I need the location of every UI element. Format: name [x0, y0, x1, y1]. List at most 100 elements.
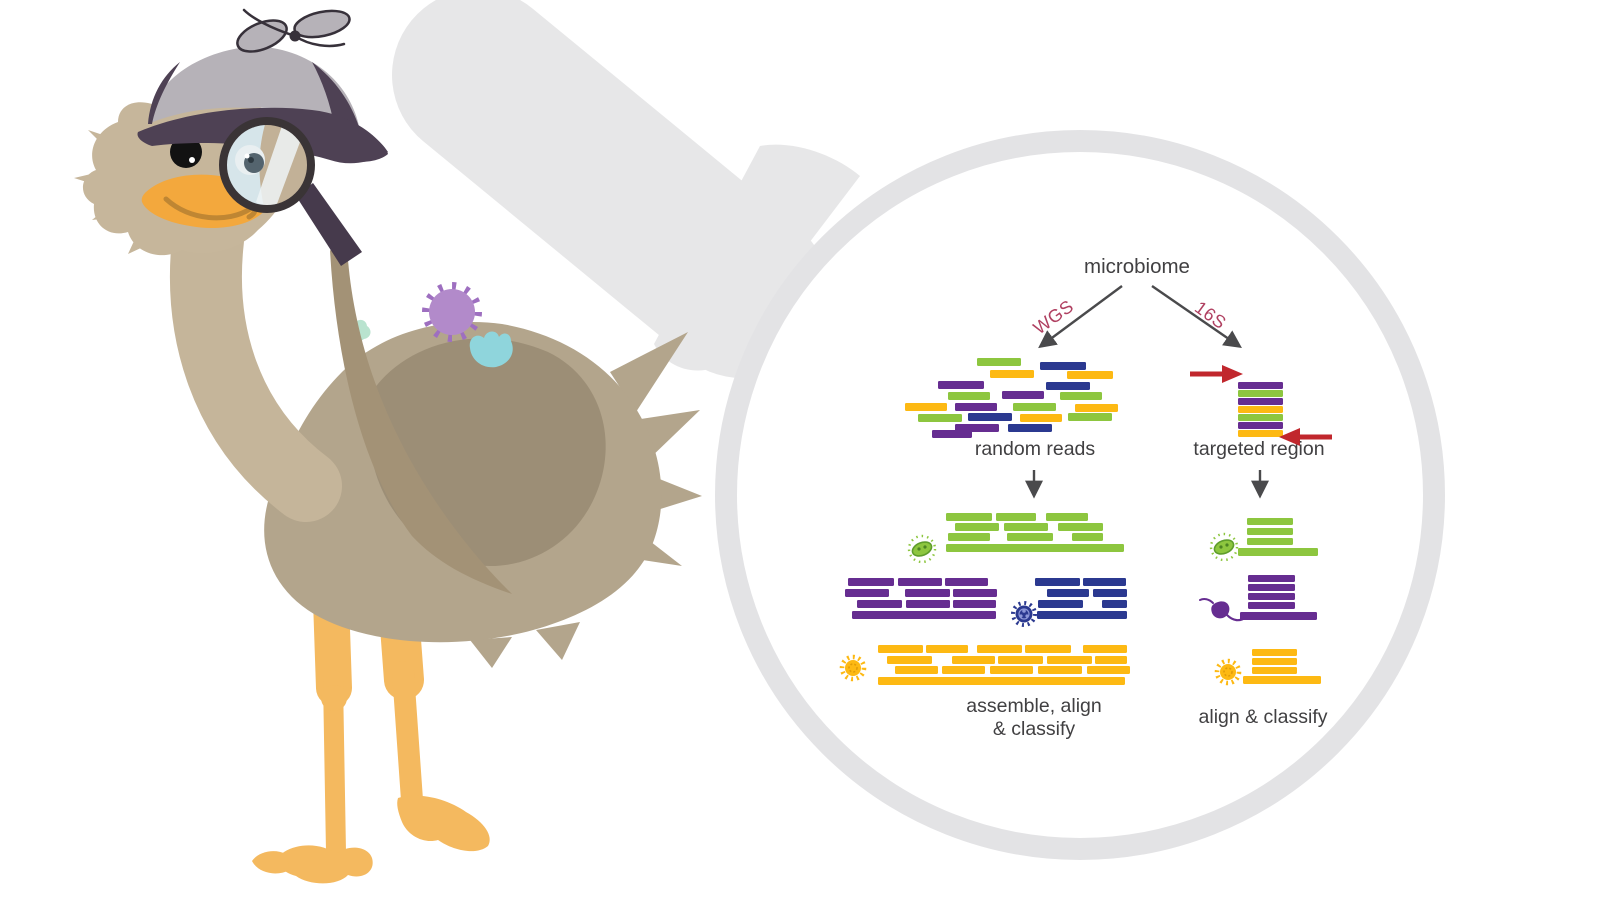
targeted-bar — [1238, 422, 1283, 429]
contig-bar — [955, 523, 999, 531]
contig-bar — [998, 656, 1043, 664]
contig-bar — [948, 533, 990, 541]
amplicon-bar — [1252, 667, 1297, 674]
contig-bar — [953, 589, 997, 597]
contig-bar — [953, 600, 996, 608]
emu-neck — [170, 204, 342, 522]
contig-bar — [990, 666, 1033, 674]
contig-bar — [1035, 578, 1080, 586]
contig-bar — [906, 600, 950, 608]
emu-head — [74, 8, 388, 256]
read-bar — [932, 430, 972, 438]
read-bar — [955, 403, 997, 411]
contig-bar — [1038, 600, 1083, 608]
read-bar — [1067, 371, 1113, 379]
contig-bar — [1093, 589, 1127, 597]
emu-neck-back — [330, 250, 512, 594]
amplicon-bar — [1247, 528, 1293, 535]
emu-eye-glint — [189, 157, 195, 163]
contig-bar — [1046, 513, 1088, 521]
read-bar — [1075, 404, 1118, 412]
targeted-bar — [1238, 398, 1283, 405]
contig-bar — [977, 645, 1022, 653]
consensus-bar — [852, 611, 996, 619]
random-reads-label: random reads — [975, 438, 1096, 460]
read-bar — [1068, 413, 1112, 421]
contig-bar — [1047, 589, 1089, 597]
microbe-amplicons — [1217, 649, 1321, 684]
contig-bar — [857, 600, 902, 608]
read-bar — [1040, 362, 1086, 370]
contig-bar — [942, 666, 985, 674]
consensus-bar — [946, 544, 1124, 552]
primer-arrow-right-icon — [1279, 428, 1332, 446]
contig-bar — [1072, 533, 1103, 541]
targeted-bar — [1238, 390, 1283, 397]
primer-arrow-left-icon — [1190, 365, 1243, 383]
targeted-bar — [1238, 414, 1283, 421]
amplicon-bar — [1247, 518, 1293, 525]
targeted-region-stack — [1238, 382, 1283, 437]
contig-bar — [1007, 533, 1053, 541]
magnifier-handle-collar — [654, 144, 860, 371]
assemble-align-label-line1: assemble, align — [966, 695, 1102, 717]
emu-magnifier-handle — [296, 183, 362, 266]
targeted-bar — [1238, 382, 1283, 389]
contig-bar — [878, 645, 923, 653]
contig-bar — [1083, 645, 1127, 653]
reference-bar — [1240, 612, 1317, 620]
targeted-region-label: targeted region — [1193, 438, 1324, 460]
targeted-bar — [1238, 430, 1283, 437]
branch-arrow-wgs — [1038, 285, 1123, 349]
contig-bar — [996, 513, 1036, 521]
magnifier-ring — [715, 130, 1445, 860]
contig-bar — [952, 656, 995, 664]
emu-magnifier-icon — [219, 117, 315, 213]
archaea-contigs — [845, 578, 997, 619]
contig-bar — [848, 578, 894, 586]
amplicon-bar — [1248, 584, 1295, 591]
contig-bar — [845, 589, 889, 597]
s16-amplicon-stacks — [1198, 518, 1321, 684]
contig-bar — [1095, 656, 1127, 664]
targeted-bar — [1238, 406, 1283, 413]
contig-bar — [1083, 578, 1126, 586]
contig-bar — [926, 645, 968, 653]
back-footprint-icon — [469, 331, 513, 368]
bacteria-contigs — [907, 513, 1124, 564]
contig-bar — [895, 666, 938, 674]
reference-bar — [1243, 676, 1321, 684]
read-bar — [1046, 382, 1090, 390]
amplicon-bar — [1248, 593, 1295, 600]
hat-bow-icon — [236, 8, 351, 53]
read-bar — [1060, 392, 1102, 400]
contig-bar — [1038, 666, 1082, 674]
diagram-root-label: microbiome — [1084, 255, 1190, 278]
contig-bar — [905, 589, 950, 597]
amplicon-bar — [1247, 538, 1293, 545]
read-bar — [1020, 414, 1062, 422]
emu-detective — [74, 8, 702, 884]
contig-bar — [945, 578, 988, 586]
consensus-bar — [878, 677, 1125, 685]
contig-bar — [1047, 656, 1092, 664]
assemble-align-label-line2: & classify — [993, 718, 1076, 740]
contig-bar — [898, 578, 942, 586]
amplicon-bar — [1248, 602, 1295, 609]
microbiome-diagram: microbiome WGS 16S random reads targeted… — [842, 255, 1332, 740]
detective-hat-icon — [137, 8, 388, 164]
read-bar — [990, 370, 1034, 378]
back-virus-icon — [422, 282, 482, 342]
read-bar — [1008, 424, 1052, 432]
read-bar — [1002, 391, 1044, 399]
read-bar — [918, 414, 962, 422]
amplicon-bar — [1252, 649, 1297, 656]
amplicon-bar — [1252, 658, 1297, 665]
contig-bar — [1087, 666, 1130, 674]
branch-arrow-16s — [1151, 285, 1242, 349]
contig-bar — [946, 513, 992, 521]
consensus-bar — [1037, 611, 1127, 619]
emu-legs — [252, 580, 490, 884]
contig-bar — [1102, 600, 1127, 608]
